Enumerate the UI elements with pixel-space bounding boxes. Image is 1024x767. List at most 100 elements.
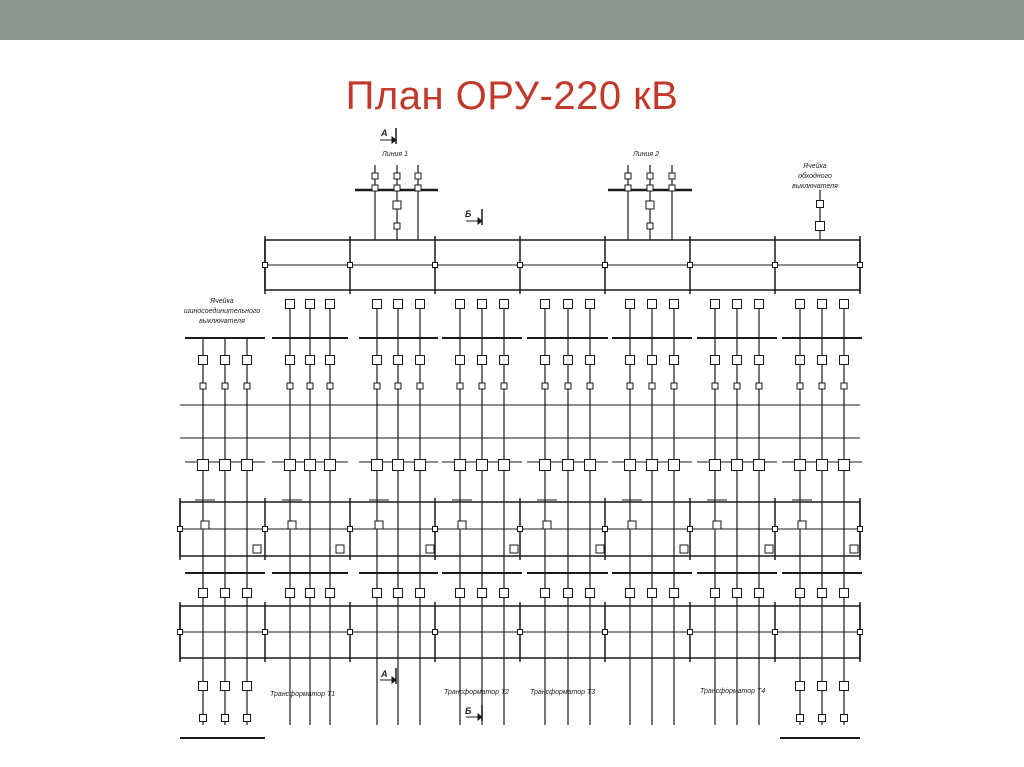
- disconnector: [455, 588, 465, 598]
- disconnector: [477, 299, 487, 309]
- line-insulator: [668, 184, 676, 192]
- current-transformer: [286, 382, 294, 390]
- disconnector: [563, 355, 573, 365]
- disconnector: [839, 681, 849, 691]
- disconnector: [198, 681, 208, 691]
- disconnector: [325, 299, 335, 309]
- current-transformer: [306, 382, 314, 390]
- breaker: [840, 714, 848, 722]
- circuit-breaker: [454, 459, 466, 471]
- bus-disconnector: [712, 520, 722, 530]
- label-line-1: Линия 1: [381, 151, 408, 158]
- portal-insulator: [177, 629, 183, 635]
- disconnector: [393, 588, 403, 598]
- bypass-disconnector: [815, 221, 825, 231]
- disconnector: [647, 355, 657, 365]
- disconnector: [372, 588, 382, 598]
- label-transformer-t2: Трансформатор Т2: [444, 689, 509, 696]
- disconnector: [393, 299, 403, 309]
- bus-disconnector: [374, 520, 384, 530]
- line-insulator: [646, 184, 654, 192]
- line-insulator: [646, 172, 654, 180]
- bus-disconnector: [797, 520, 807, 530]
- portal-insulator: [687, 629, 693, 635]
- disconnector: [305, 355, 315, 365]
- disconnector: [710, 299, 720, 309]
- label-coupler-cell-2: шиносоединительного: [184, 307, 260, 315]
- disconnector: [754, 355, 764, 365]
- disconnector: [220, 588, 230, 598]
- disconnector: [647, 588, 657, 598]
- disconnector: [710, 588, 720, 598]
- label-coupler-cell-3: выключателя: [199, 318, 245, 325]
- current-transformer: [564, 382, 572, 390]
- disconnector: [795, 355, 805, 365]
- disconnector: [754, 588, 764, 598]
- disconnector: [285, 355, 295, 365]
- portal-insulator: [772, 262, 778, 268]
- circuit-breaker: [584, 459, 596, 471]
- disconnector: [415, 588, 425, 598]
- line-breaker: [392, 200, 402, 210]
- current-transformer: [326, 382, 334, 390]
- disconnector: [325, 588, 335, 598]
- line-insulator: [668, 172, 676, 180]
- portal-insulator: [347, 629, 353, 635]
- disconnector: [242, 355, 252, 365]
- disconnector: [585, 588, 595, 598]
- section-arrow-head: [391, 136, 397, 144]
- disconnector: [393, 355, 403, 365]
- current-transformer: [456, 382, 464, 390]
- disconnector: [817, 588, 827, 598]
- bus-disconnector: [425, 544, 435, 554]
- portal-insulator: [432, 262, 438, 268]
- line-insulator: [393, 172, 401, 180]
- line-insulator: [414, 172, 422, 180]
- disconnector: [625, 299, 635, 309]
- label-coupler-cell-1: Ячейка: [209, 297, 233, 305]
- current-transformer: [796, 382, 804, 390]
- bus-disconnector: [627, 520, 637, 530]
- current-transformer: [500, 382, 508, 390]
- portal-insulator: [602, 629, 608, 635]
- disconnector: [220, 355, 230, 365]
- disconnector: [242, 681, 252, 691]
- disconnector: [732, 299, 742, 309]
- bus-disconnector: [457, 520, 467, 530]
- circuit-breaker: [668, 459, 680, 471]
- disconnector: [305, 299, 315, 309]
- disconnector: [540, 299, 550, 309]
- disconnector: [585, 355, 595, 365]
- disconnector: [285, 588, 295, 598]
- circuit-breaker: [646, 459, 658, 471]
- circuit-breaker: [731, 459, 743, 471]
- breaker: [796, 714, 804, 722]
- disconnector: [585, 299, 595, 309]
- disconnector: [477, 588, 487, 598]
- plan-drawing: [177, 128, 863, 739]
- section-arrow-head: [477, 713, 483, 721]
- current-transformer: [648, 382, 656, 390]
- circuit-breaker: [476, 459, 488, 471]
- portal-insulator: [262, 526, 268, 532]
- circuit-breaker: [241, 459, 253, 471]
- breaker: [221, 714, 229, 722]
- portal-insulator: [602, 262, 608, 268]
- section-mark-a-top: А: [380, 128, 388, 138]
- bus-disconnector: [542, 520, 552, 530]
- breaker: [243, 714, 251, 722]
- bus-disconnector: [849, 544, 859, 554]
- disconnector: [372, 299, 382, 309]
- label-transformer-t4: Трансформатор Т4: [700, 688, 765, 695]
- disconnector: [220, 681, 230, 691]
- disconnector: [325, 355, 335, 365]
- current-transformer: [840, 382, 848, 390]
- bus-disconnector: [595, 544, 605, 554]
- bus-disconnector: [287, 520, 297, 530]
- disconnector: [540, 588, 550, 598]
- portal-insulator: [347, 262, 353, 268]
- disconnector: [455, 355, 465, 365]
- disconnector: [499, 299, 509, 309]
- circuit-breaker: [709, 459, 721, 471]
